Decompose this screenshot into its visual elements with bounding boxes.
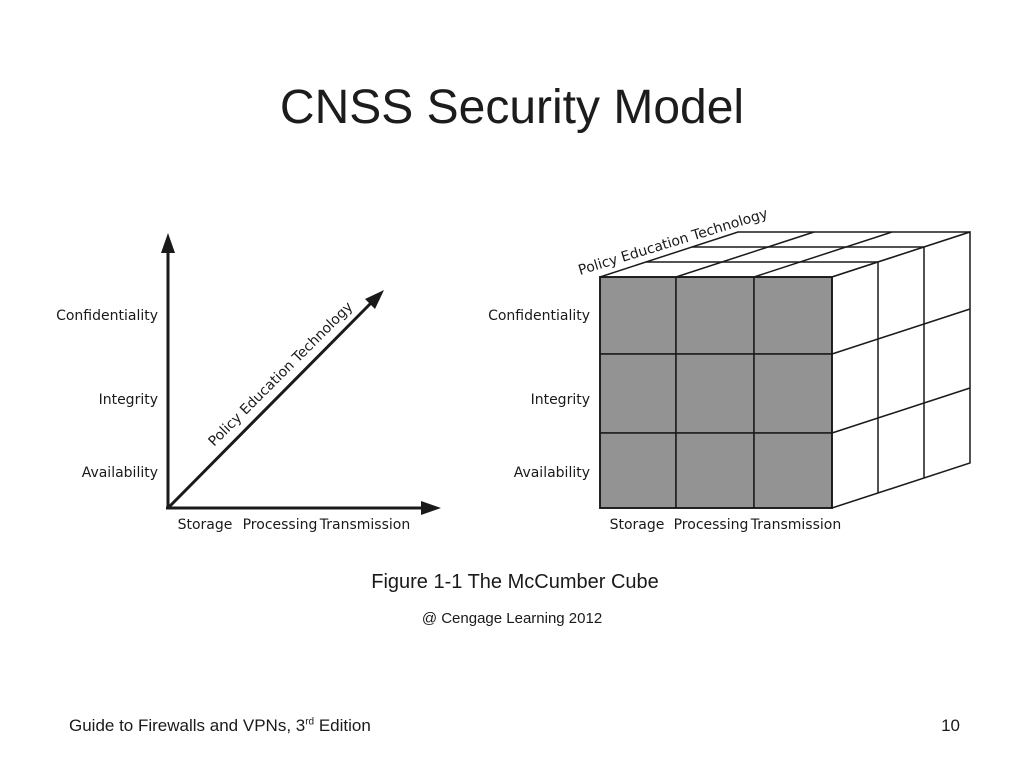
cube-label-availability: Availability [514,465,590,481]
cube-label-processing: Processing [674,517,749,533]
cube-front-cell [753,432,833,509]
cube-front-cell [753,353,833,434]
axis-label-diagonal: Policy Education Technology [206,299,357,450]
axis-label-transmission: Transmission [319,517,410,533]
figure-caption: Figure 1-1 The McCumber Cube [371,571,659,593]
axes-diagram: Confidentiality Integrity Availability S… [56,233,441,533]
footer-book-title-prefix: Guide to Firewalls and VPNs, 3 [69,716,306,735]
cube-front-cell [675,276,755,355]
axis-label-confidentiality: Confidentiality [56,308,158,324]
horizontal-axis-arrowhead [421,501,441,515]
cube-front-cell [599,353,677,434]
axis-label-integrity: Integrity [99,392,158,408]
cube-front-cell [753,276,833,355]
footer-book-title: Guide to Firewalls and VPNs, 3rd Edition [69,715,371,737]
diagonal-axis-arrowhead [365,290,384,309]
mccumber-cube: Confidentiality Integrity Availability S… [488,206,971,533]
cube-front-cell [675,432,755,509]
cube-label-transmission: Transmission [750,517,841,533]
cube-front-face [599,276,833,509]
cube-front-cell [599,432,677,509]
cube-label-confidentiality: Confidentiality [488,308,590,324]
axis-label-processing: Processing [243,517,318,533]
footer-book-title-sup: rd [305,716,315,728]
cube-front-cell [675,353,755,434]
cube-front-outline [599,276,833,509]
cube-right-face [831,230,971,510]
vertical-axis-arrowhead [161,233,175,253]
cube-label-integrity: Integrity [531,392,590,408]
slide-title: CNSS Security Model [279,81,745,134]
cube-label-storage: Storage [610,517,665,533]
footer-book-title-suffix: Edition [314,716,371,735]
page-number: 10 [941,716,960,735]
axis-label-storage: Storage [178,517,233,533]
diagonal-axis [166,300,374,510]
axis-label-availability: Availability [82,465,158,481]
figure-credit: @ Cengage Learning 2012 [421,610,603,627]
cube-front-cell [599,276,677,355]
